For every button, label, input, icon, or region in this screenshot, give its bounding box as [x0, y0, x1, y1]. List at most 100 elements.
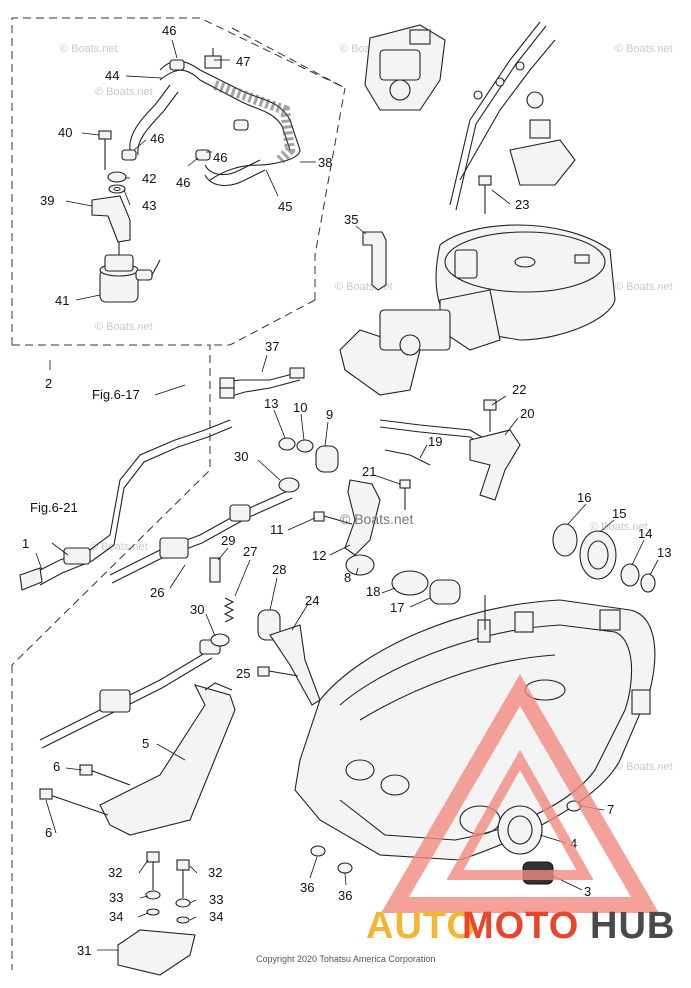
flywheel-housing — [435, 224, 616, 351]
leader-lines — [35, 39, 659, 951]
part-29-pin — [209, 557, 221, 583]
carburetor — [364, 24, 446, 111]
part-label: 37 — [265, 339, 279, 354]
watermark-text: © Boats.net — [60, 43, 118, 55]
part-label: 9 — [326, 407, 333, 422]
part-label: 34 — [109, 909, 123, 924]
part-30-washer-b — [210, 633, 230, 647]
throttle-linkage-upper — [449, 21, 576, 211]
figure-reference: Fig.6-21 — [30, 500, 78, 515]
part-label: 39 — [40, 193, 54, 208]
part-label: 14 — [638, 526, 652, 541]
part-label: 7 — [607, 802, 614, 817]
bracket-5 — [39, 682, 236, 836]
part-label: 41 — [55, 293, 69, 308]
part-label: 46 — [213, 150, 227, 165]
part-label: 13 — [657, 545, 671, 560]
part-label: 18 — [366, 584, 380, 599]
part-label: 16 — [577, 490, 591, 505]
part-label: 21 — [362, 464, 376, 479]
part-label: 25 — [236, 666, 250, 681]
part-label: 4 — [570, 836, 577, 851]
watermark-text: © Boats.net — [95, 321, 153, 333]
part-label: 20 — [520, 406, 534, 421]
bottom-fasteners — [117, 845, 353, 976]
part-label: 19 — [428, 434, 442, 449]
part-label: 2 — [45, 376, 52, 391]
part-label: 33 — [209, 892, 223, 907]
part-label: 36 — [338, 888, 352, 903]
copyright-text: Copyright 2020 Tohatsu America Corporati… — [256, 954, 435, 964]
watermarks: © Boats.net © Boats.net © Boats.net © Bo… — [60, 43, 673, 773]
part-label: 8 — [344, 570, 351, 585]
part-label: 15 — [612, 506, 626, 521]
part-label: 30 — [234, 449, 248, 464]
part-23-bolt — [478, 175, 492, 214]
part-label: 31 — [77, 943, 91, 958]
part-label: 32 — [108, 865, 122, 880]
part-30-washer — [278, 477, 300, 493]
part-label: 17 — [390, 600, 404, 615]
shift-knob-parts — [552, 523, 656, 593]
part-label: 45 — [278, 199, 292, 214]
part-9-collar — [315, 445, 339, 473]
start-button-assembly — [339, 309, 451, 396]
watermark-text: © Boats.net — [615, 761, 673, 773]
part-label: 46 — [150, 131, 164, 146]
logo-text-auto: AUTO — [366, 905, 477, 947]
part-label: 12 — [312, 548, 326, 563]
part-label: 40 — [58, 125, 72, 140]
part-label: 28 — [272, 562, 286, 577]
cable-assembly — [19, 367, 305, 749]
part-label: 26 — [150, 585, 164, 600]
part-label: 35 — [344, 212, 358, 227]
part-label: 5 — [142, 736, 149, 751]
part-17-collar — [429, 579, 461, 605]
logo-triangle-inner — [446, 749, 594, 880]
part-label: 24 — [305, 593, 319, 608]
part-label: 22 — [512, 382, 526, 397]
part-label: 27 — [243, 544, 257, 559]
logo-text-moto: MOTO — [462, 905, 579, 947]
group-boundaries — [11, 17, 346, 970]
watermark-text: © Boats.net — [90, 541, 148, 553]
part-label: 36 — [300, 880, 314, 895]
automotohub-logo: AUTO MOTO HUB — [366, 674, 675, 947]
watermark-text: © Boats.net — [615, 43, 673, 55]
choke-cable-assembly — [379, 399, 521, 510]
part-label: 29 — [221, 533, 235, 548]
logo-text-hub: HUB — [590, 905, 675, 947]
part-label: 38 — [318, 155, 332, 170]
part-label: 33 — [109, 890, 123, 905]
fuel-hose-assembly — [91, 48, 301, 303]
part-28-collar — [257, 609, 281, 641]
part-label: 3 — [584, 884, 591, 899]
part-27-spring — [223, 597, 235, 623]
logo-triangle — [381, 674, 659, 913]
part-35-bracket — [362, 231, 387, 291]
linkage-parts — [209, 437, 461, 706]
part-18-ring — [391, 570, 429, 596]
part-label: 23 — [515, 197, 529, 212]
watermark-text: © Boats.net — [590, 521, 648, 533]
part-label: 34 — [209, 909, 223, 924]
part-label: 6 — [53, 759, 60, 774]
part-label: 46 — [162, 23, 176, 38]
part-label: 11 — [270, 522, 284, 537]
part-label: 47 — [236, 54, 250, 69]
watermark-text: © Boats.net — [340, 511, 413, 527]
part-10-washer — [296, 439, 314, 453]
part-13-nut — [278, 437, 296, 451]
watermark-text: © Boats.net — [615, 281, 673, 293]
part-label: 6 — [45, 825, 52, 840]
part-labels: 1 2 3 4 5 6 6 7 8 9 10 11 12 13 13 14 15… — [22, 23, 671, 958]
watermark-text: © Boats.net — [95, 86, 153, 98]
part-label: 1 — [22, 536, 29, 551]
figure-reference: Fig.6-17 — [92, 387, 140, 402]
part-label: 46 — [176, 175, 190, 190]
part-label: 13 — [264, 396, 278, 411]
part-label: 10 — [293, 400, 307, 415]
part-label: 30 — [190, 602, 204, 617]
part-label: 44 — [105, 68, 119, 83]
